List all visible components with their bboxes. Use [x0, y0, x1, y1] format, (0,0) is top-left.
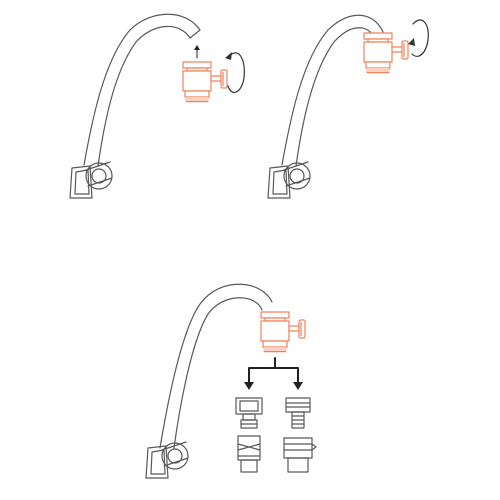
tap-spout-icon [145, 283, 273, 479]
tap-spout-icon [267, 14, 384, 199]
step-1 [69, 13, 245, 199]
rotation-arrow-icon [225, 52, 245, 94]
tap-adapter-icon [182, 61, 228, 103]
up-arrow-icon [194, 45, 200, 59]
step-2 [267, 14, 429, 199]
tap-adapter-icon [363, 32, 409, 74]
fork-arrow-icon [244, 357, 303, 390]
hose-connector-icon [283, 397, 317, 473]
rotation-arrow-icon [408, 19, 429, 57]
tap-adapter-icon [260, 311, 306, 353]
tap-spout-icon [69, 13, 201, 199]
step-3 [145, 283, 317, 479]
hose-connector-icon [235, 397, 263, 473]
